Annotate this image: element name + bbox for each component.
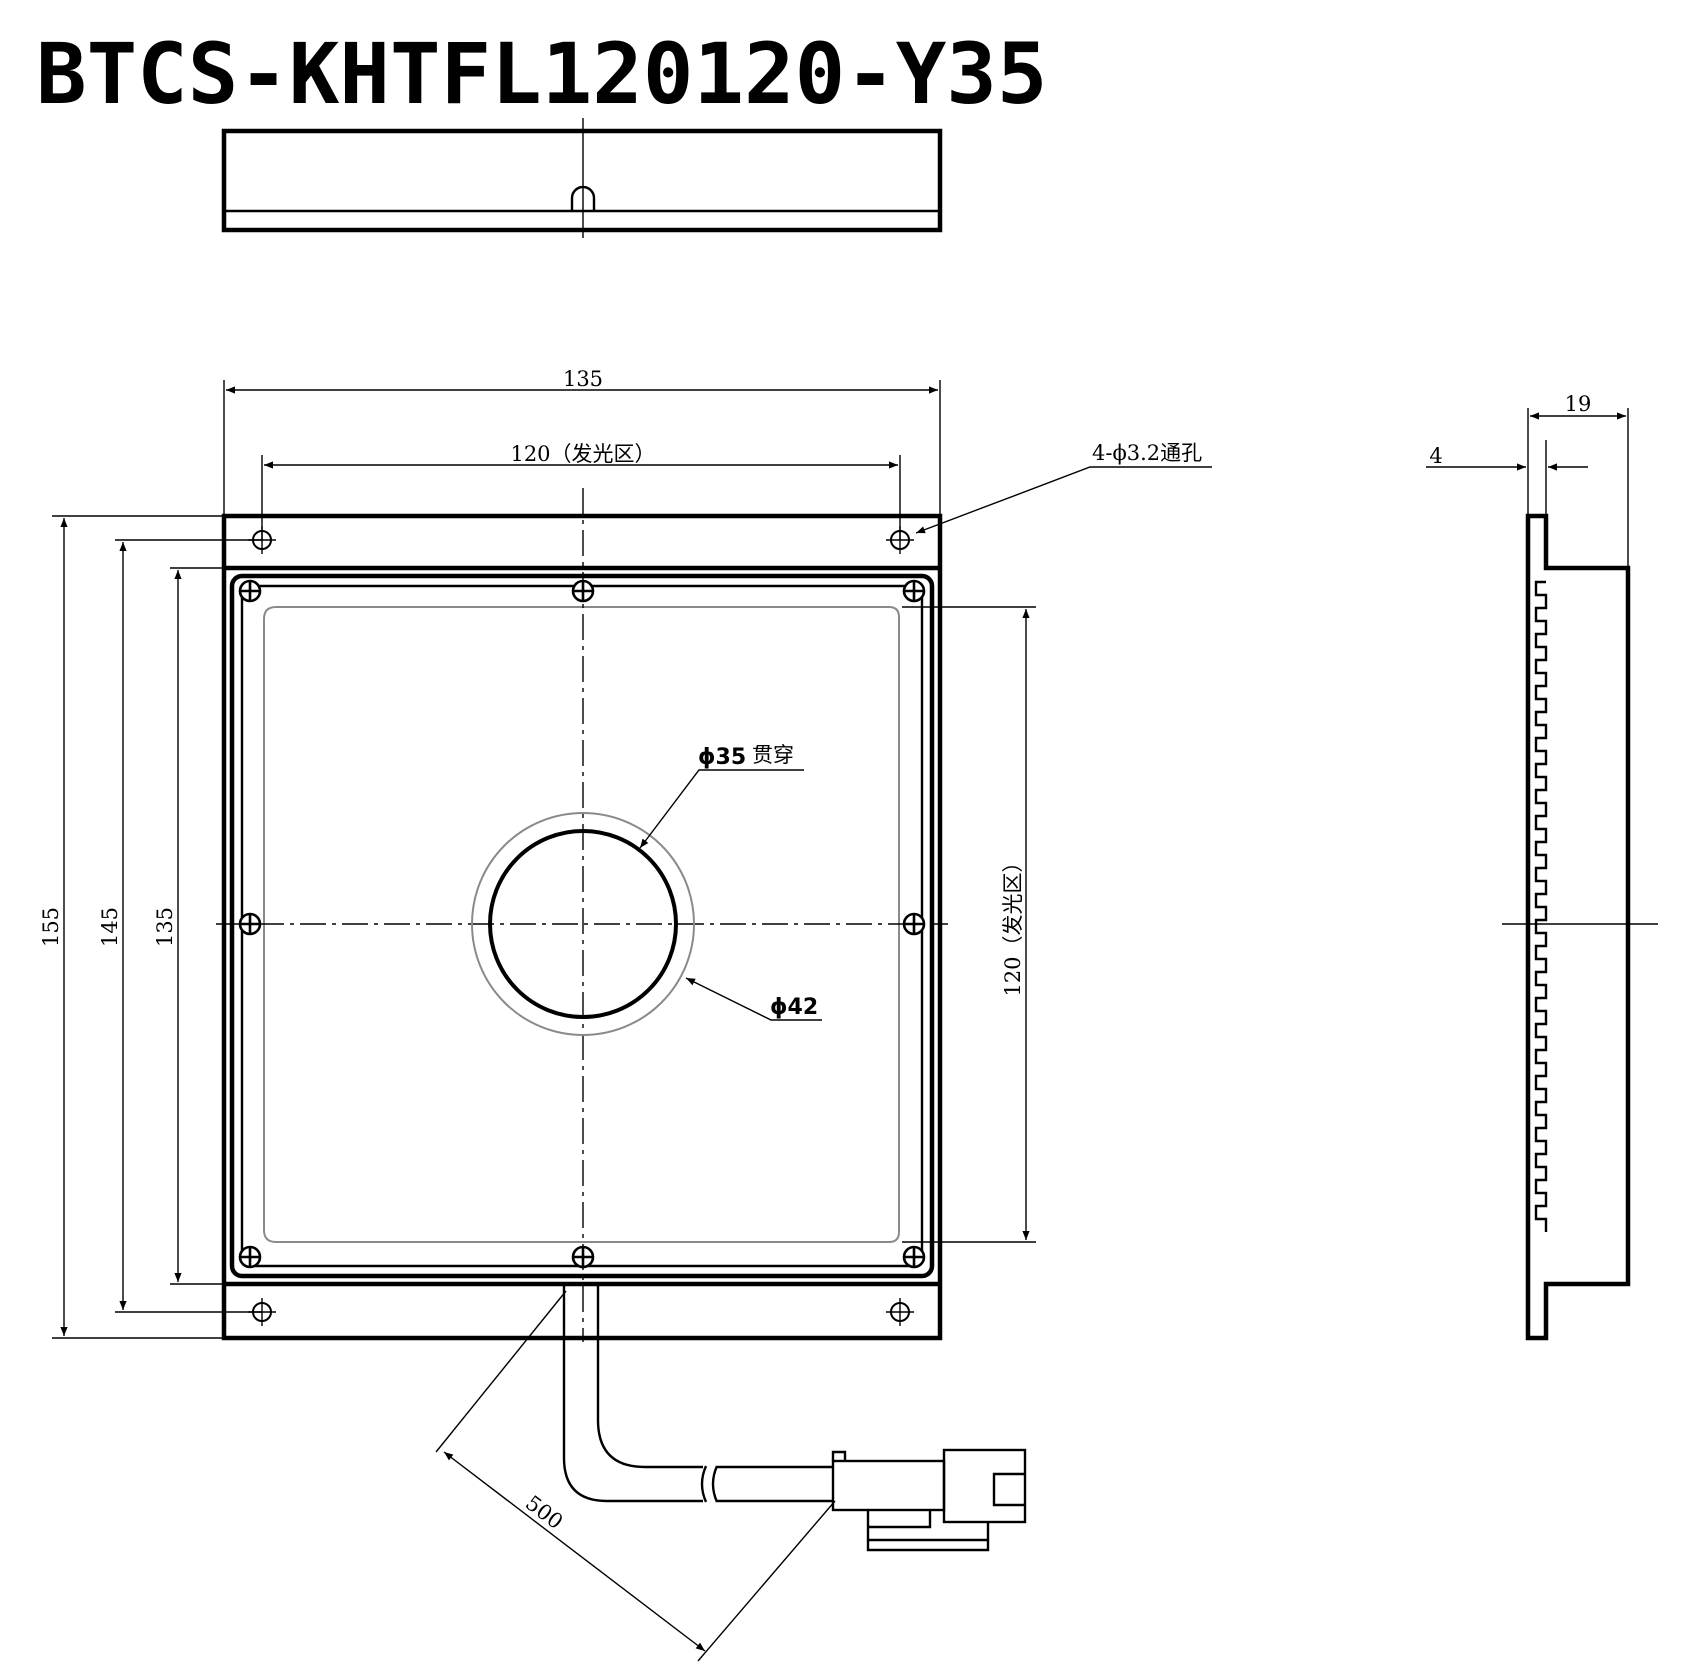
dim-width-135: 135 <box>563 367 603 391</box>
side-view <box>1502 513 1658 1341</box>
dim-height-155: 155 <box>39 907 63 947</box>
callout-phi42: ϕ42 <box>770 995 818 1020</box>
top-view <box>221 118 943 238</box>
dim-step-4: 4 <box>1429 444 1442 468</box>
dim-height-120: 120（发光区） <box>1001 851 1025 996</box>
dimension-lines <box>52 380 1629 1662</box>
cable-connector <box>562 1285 1027 1552</box>
dim-thickness-19: 19 <box>1565 392 1592 416</box>
callout-phi35: ϕ35 <box>698 745 746 770</box>
dim-height-145: 145 <box>98 907 122 947</box>
model-title: BTCS-KHTFL120120-Y35 <box>36 25 1047 123</box>
dim-height-135: 135 <box>153 907 177 947</box>
callout-phi35-note: 贯穿 <box>752 743 794 767</box>
dim-width-120: 120（发光区） <box>510 442 655 466</box>
holes-callout: 4-ϕ3.2通孔 <box>1092 441 1202 465</box>
front-view <box>216 488 948 1342</box>
